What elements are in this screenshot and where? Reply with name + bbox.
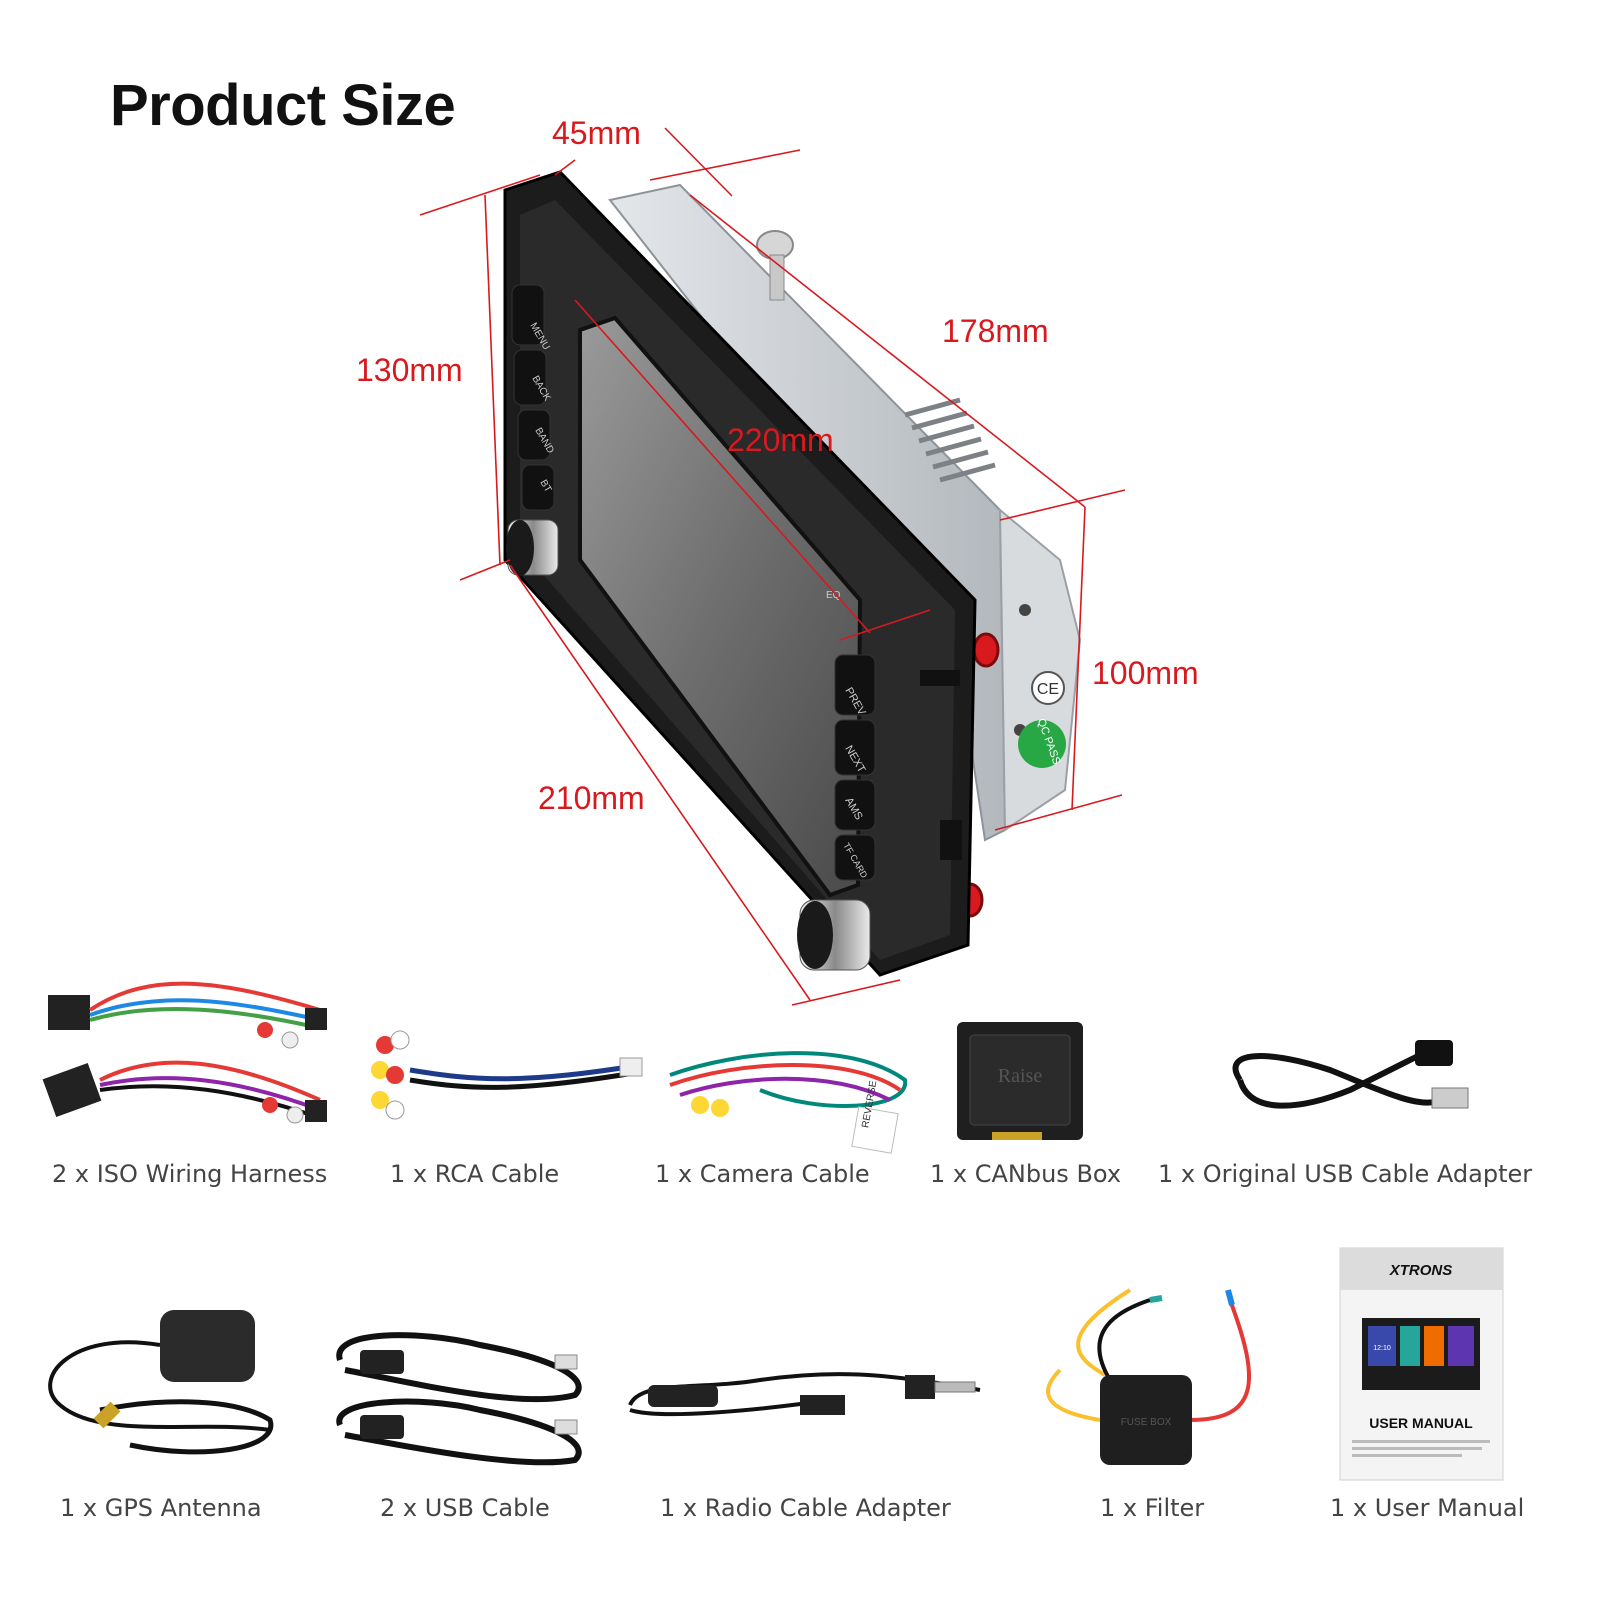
tune-knob: [797, 899, 871, 971]
caption-gps-antenna: 1 x GPS Antenna: [60, 1494, 262, 1522]
caption-usb-adapter: 1 x Original USB Cable Adapter: [1158, 1160, 1533, 1188]
left-button-column: [511, 284, 555, 511]
ce-mark: CE: [1037, 681, 1059, 698]
dimension-length: 178mm: [942, 313, 1049, 349]
chassis: CE QC PASS: [608, 183, 1082, 918]
volume-knob: [506, 519, 559, 576]
caption-user-manual: 1 x User Manual: [1330, 1494, 1525, 1522]
right-button-column: [834, 654, 876, 881]
dimension-height: 130mm: [356, 352, 463, 388]
heat-sink: [904, 397, 996, 483]
display-screen: [578, 315, 863, 898]
dimension-chassis-height: 100mm: [1092, 655, 1199, 691]
eq-button-label: EQ: [826, 590, 841, 601]
caption-camera-cable: 1 x Camera Cable: [655, 1160, 870, 1188]
caption-canbus-box: 1 x CANbus Box: [930, 1160, 1122, 1188]
caption-radio-adapter: 1 x Radio Cable Adapter: [660, 1494, 951, 1522]
dimension-screen: 220mm: [727, 422, 834, 458]
caption-filter: 1 x Filter: [1100, 1494, 1205, 1522]
dimension-lines: [419, 127, 1126, 1006]
page-title: Product Size: [110, 73, 456, 138]
caption-rca-cable: 1 x RCA Cable: [390, 1160, 560, 1188]
caption-iso-harness: 2 x ISO Wiring Harness: [52, 1160, 328, 1188]
caption-usb-cable: 2 x USB Cable: [380, 1494, 550, 1522]
dimension-width: 210mm: [538, 780, 645, 816]
dimension-depth: 45mm: [552, 115, 641, 151]
front-bezel: MENU BACK BAND BT PREV NEXT AMS TF CARD …: [503, 170, 977, 977]
